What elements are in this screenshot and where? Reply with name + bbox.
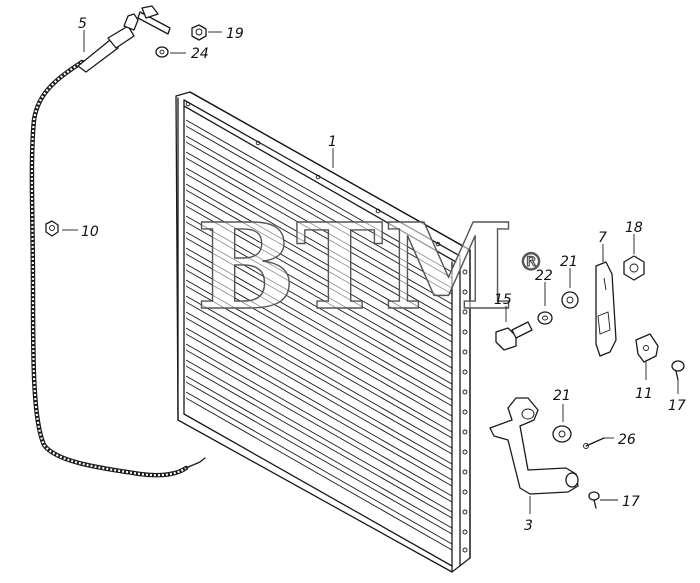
screw-17-lower bbox=[588, 491, 600, 509]
callout-18: 18 bbox=[625, 220, 643, 236]
watermark-text: BTM bbox=[196, 197, 514, 336]
bolt-15 bbox=[495, 321, 533, 351]
lock-washer-22 bbox=[537, 311, 553, 325]
bracket-3 bbox=[489, 397, 579, 495]
nut-18 bbox=[623, 255, 645, 281]
callout-24: 24 bbox=[191, 46, 209, 62]
washer-21-lower bbox=[552, 425, 572, 443]
callout-1: 1 bbox=[328, 134, 337, 150]
control-cable bbox=[29, 5, 206, 478]
callout-17-right: 17 bbox=[668, 398, 686, 414]
screw-17-right bbox=[671, 360, 685, 381]
washer-21-upper bbox=[561, 291, 579, 309]
nut-19 bbox=[191, 24, 207, 41]
watermark-registered: ® bbox=[519, 248, 543, 276]
nut-10 bbox=[45, 220, 59, 237]
callouts: 5 19 24 10 1 15 22 21 7 18 11 17 21 26 1… bbox=[78, 16, 686, 534]
callout-21-lower: 21 bbox=[553, 388, 571, 404]
callout-21-upper: 21 bbox=[560, 254, 578, 270]
leader-lines bbox=[62, 30, 679, 514]
washer-24 bbox=[155, 46, 169, 58]
callout-15: 15 bbox=[494, 292, 512, 308]
louver-slats bbox=[185, 119, 453, 551]
radiator-shutter bbox=[175, 91, 471, 573]
callout-7: 7 bbox=[598, 230, 607, 246]
callout-19: 19 bbox=[226, 26, 244, 42]
callout-22: 22 bbox=[535, 268, 553, 284]
cotter-pin-26 bbox=[583, 437, 605, 449]
callout-10: 10 bbox=[81, 224, 99, 240]
callout-11: 11 bbox=[635, 386, 653, 402]
clip-11 bbox=[635, 333, 659, 363]
callout-17-lower: 17 bbox=[622, 494, 640, 510]
callout-3: 3 bbox=[524, 518, 533, 534]
callout-5: 5 bbox=[78, 16, 87, 32]
frame-holes bbox=[185, 101, 468, 553]
watermark: BTM ® bbox=[195, 196, 543, 336]
bracket-7 bbox=[595, 261, 617, 357]
callout-26: 26 bbox=[618, 432, 636, 448]
